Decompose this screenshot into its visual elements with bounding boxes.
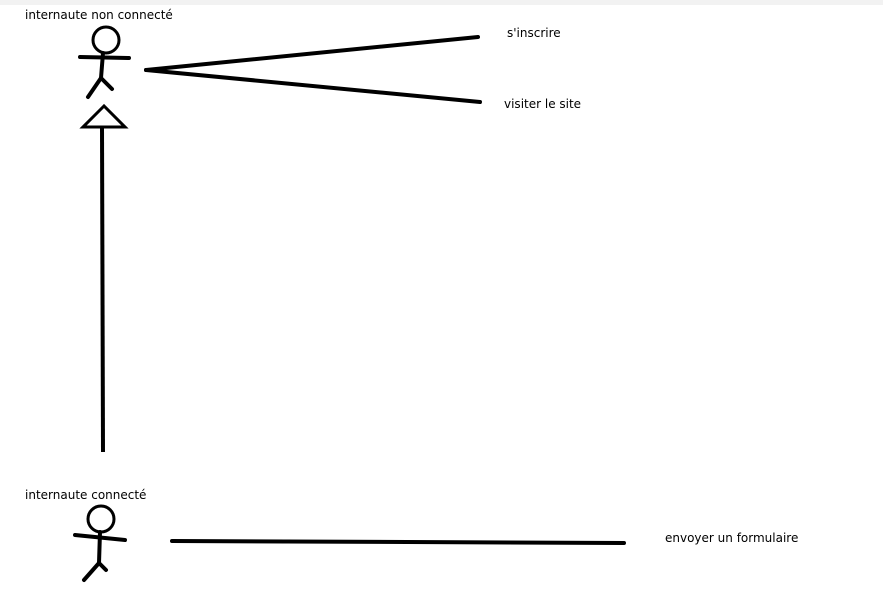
actor-connected-stick-figure xyxy=(73,504,127,582)
actor-non-connected-stick-figure xyxy=(78,25,131,99)
association-register xyxy=(144,35,480,72)
use-case-send-form-label: envoyer un formulaire xyxy=(665,531,799,545)
top-edge-strip xyxy=(0,0,883,5)
actor-non-connected-left-leg xyxy=(86,76,103,99)
actor-non-connected-arms xyxy=(78,55,131,60)
actor-connected-right-leg xyxy=(97,561,108,572)
actor-connected-label: internaute connecté xyxy=(25,488,147,502)
generalization-line xyxy=(100,126,105,453)
actor-non-connected-right-leg xyxy=(99,76,114,91)
use-case-register-label: s'inscrire xyxy=(507,26,561,40)
association-visit-site xyxy=(144,68,482,104)
generalization-arrowhead xyxy=(79,103,129,129)
actor-non-connected-label: internaute non connecté xyxy=(25,8,173,22)
actor-connected-arms xyxy=(73,533,127,542)
generalization-arrow xyxy=(79,103,129,453)
association-send-form xyxy=(170,539,626,545)
use-case-visit-site-label: visiter le site xyxy=(504,97,582,111)
actor-connected-left-leg xyxy=(82,561,101,582)
associations-non-connected xyxy=(144,35,482,104)
actor-connected-head xyxy=(86,504,116,534)
actor-non-connected-head xyxy=(91,25,121,55)
